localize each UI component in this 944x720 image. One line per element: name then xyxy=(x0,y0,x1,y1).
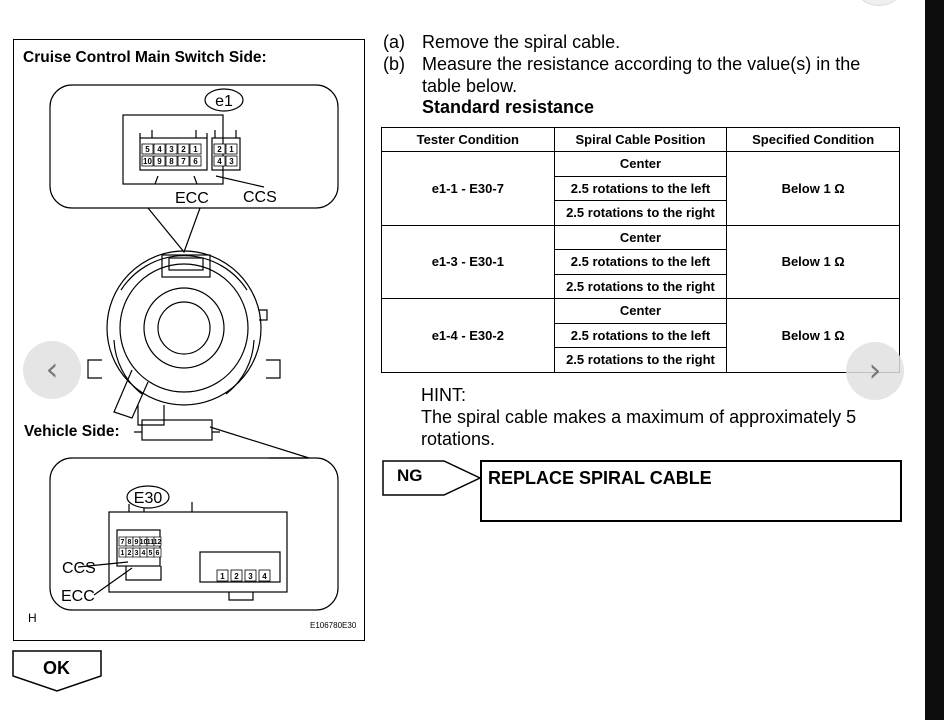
e30-label: E30 xyxy=(134,490,163,507)
step-b-label: (b) xyxy=(383,54,405,74)
tester-cell: e1-4 - E30-2 xyxy=(381,298,555,373)
ecc-label-top: ECC xyxy=(175,190,209,207)
table-row: 2.5 rotations to the left xyxy=(382,175,900,201)
hint-line-2: rotations. xyxy=(421,429,496,449)
table-row: 2.5 rotations to the right xyxy=(382,347,900,373)
figure-image-code: E106780E30 xyxy=(310,621,357,630)
table-row: e1-4 - E30-2 Center Below 1 Ω xyxy=(381,298,900,373)
figure-corner-letter: H xyxy=(28,611,37,625)
position-cell: Center xyxy=(553,224,728,250)
svg-text:7: 7 xyxy=(121,539,125,546)
header-tester-condition: Tester Condition xyxy=(381,127,555,152)
ng-action-text: REPLACE SPIRAL CABLE xyxy=(488,468,712,488)
chevron-right-icon: › xyxy=(868,351,882,389)
ok-arrow-shape[interactable] xyxy=(12,650,104,692)
e30-side-pins: 1 2 3 4 xyxy=(216,569,271,582)
position-cell: Center xyxy=(553,151,728,177)
spec-cell: Below 1 Ω xyxy=(726,298,900,373)
svg-text:2: 2 xyxy=(181,145,186,154)
svg-text:2: 2 xyxy=(128,550,132,557)
table-row: e1-1 - E30-7 Center Below 1 Ω xyxy=(381,151,900,226)
spec-cell: Below 1 Ω xyxy=(726,151,900,226)
svg-text:4: 4 xyxy=(262,572,267,581)
svg-text:8: 8 xyxy=(128,539,132,546)
hint-block: HINT: The spiral cable makes a maximum o… xyxy=(421,384,856,450)
svg-text:3: 3 xyxy=(229,157,234,166)
svg-text:1: 1 xyxy=(229,145,234,154)
position-cell: Center xyxy=(553,298,728,324)
step-a-text: Remove the spiral cable. xyxy=(422,32,621,52)
svg-text:4: 4 xyxy=(142,550,146,557)
resistance-table: Tester Condition Spiral Cable Position S… xyxy=(381,127,900,373)
svg-text:9: 9 xyxy=(135,539,139,546)
vehicle-side-title: Vehicle Side: xyxy=(24,423,120,440)
svg-text:10: 10 xyxy=(140,539,148,546)
header-specified-condition: Specified Condition xyxy=(726,127,900,152)
svg-text:3: 3 xyxy=(135,550,139,557)
e30-pin-row-bottom: 1 2 3 4 5 6 xyxy=(118,547,162,558)
ccs-label-top: CCS xyxy=(243,189,277,206)
wiring-figure: e1 5 4 3 2 1 10 9 8 7 6 2 1 4 3 xyxy=(13,39,365,641)
top-nav-button[interactable] xyxy=(852,0,906,6)
table-row: 2.5 rotations to the right xyxy=(382,273,900,299)
svg-text:2: 2 xyxy=(217,145,222,154)
position-cell: 2.5 rotations to the right xyxy=(553,347,728,373)
hint-title: HINT: xyxy=(421,385,466,405)
standard-resistance-heading: Standard resistance xyxy=(422,97,595,117)
position-cell: 2.5 rotations to the left xyxy=(553,249,728,275)
svg-text:8: 8 xyxy=(169,157,174,166)
table-row: 2.5 rotations to the right xyxy=(382,200,900,226)
table-row: e1-3 - E30-1 Center Below 1 Ω xyxy=(381,224,900,299)
position-cell: 2.5 rotations to the right xyxy=(553,273,728,299)
svg-text:5: 5 xyxy=(149,550,153,557)
svg-text:10: 10 xyxy=(143,157,152,166)
e1-pin-row-top: 5 4 3 2 1 xyxy=(141,143,202,155)
spec-cell: Below 1 Ω xyxy=(726,224,900,299)
table-header-row: Tester Condition Spiral Cable Position S… xyxy=(381,127,900,152)
svg-text:1: 1 xyxy=(193,145,198,154)
ng-label: NG xyxy=(397,466,423,485)
svg-text:4: 4 xyxy=(157,145,162,154)
svg-text:1: 1 xyxy=(121,550,125,557)
position-cell: 2.5 rotations to the left xyxy=(553,175,728,201)
step-b-text-cont: table below. xyxy=(422,76,518,96)
ng-action-box[interactable]: REPLACE SPIRAL CABLE xyxy=(480,460,902,522)
hint-line-1: The spiral cable makes a maximum of appr… xyxy=(421,407,857,427)
e1-small-pins: 2 1 4 3 xyxy=(213,143,238,167)
svg-text:2: 2 xyxy=(234,572,239,581)
header-spiral-cable-position: Spiral Cable Position xyxy=(553,127,728,152)
table-row: 2.5 rotations to the left xyxy=(382,322,900,348)
right-scrollbar-edge xyxy=(925,0,944,720)
e1-label: e1 xyxy=(215,93,233,110)
svg-text:4: 4 xyxy=(217,157,222,166)
ok-label[interactable]: OK xyxy=(43,658,70,678)
svg-text:1: 1 xyxy=(220,572,225,581)
step-b-text: Measure the resistance according to the … xyxy=(422,54,861,74)
svg-text:11: 11 xyxy=(147,539,155,546)
ccs-label-bottom: CCS xyxy=(62,560,96,577)
previous-page-button[interactable]: ‹ xyxy=(23,341,81,399)
tester-cell: e1-3 - E30-1 xyxy=(381,224,555,299)
svg-text:3: 3 xyxy=(248,572,253,581)
svg-text:9: 9 xyxy=(157,157,162,166)
switch-side-title: Cruise Control Main Switch Side: xyxy=(23,49,267,66)
position-cell: 2.5 rotations to the right xyxy=(553,200,728,226)
next-page-button[interactable]: › xyxy=(846,342,904,400)
table-row: 2.5 rotations to the left xyxy=(382,249,900,275)
position-cell: 2.5 rotations to the left xyxy=(553,322,728,348)
svg-text:3: 3 xyxy=(169,145,174,154)
e1-pin-row-bottom: 10 9 8 7 6 xyxy=(141,155,202,167)
svg-text:12: 12 xyxy=(154,539,162,546)
ng-arrow-shape xyxy=(382,460,482,496)
chevron-left-icon: ‹ xyxy=(45,350,59,388)
step-a-label: (a) xyxy=(383,32,405,52)
ecc-label-bottom: ECC xyxy=(61,588,95,605)
e30-pin-row-top: 7 8 9 10 11 12 xyxy=(118,536,162,547)
svg-text:5: 5 xyxy=(145,145,150,154)
svg-text:6: 6 xyxy=(156,550,160,557)
tester-cell: e1-1 - E30-7 xyxy=(381,151,555,226)
svg-text:6: 6 xyxy=(193,157,198,166)
svg-text:7: 7 xyxy=(181,157,186,166)
spiral-cable-diagram: e1 5 4 3 2 1 10 9 8 7 6 2 1 4 3 xyxy=(49,84,339,611)
